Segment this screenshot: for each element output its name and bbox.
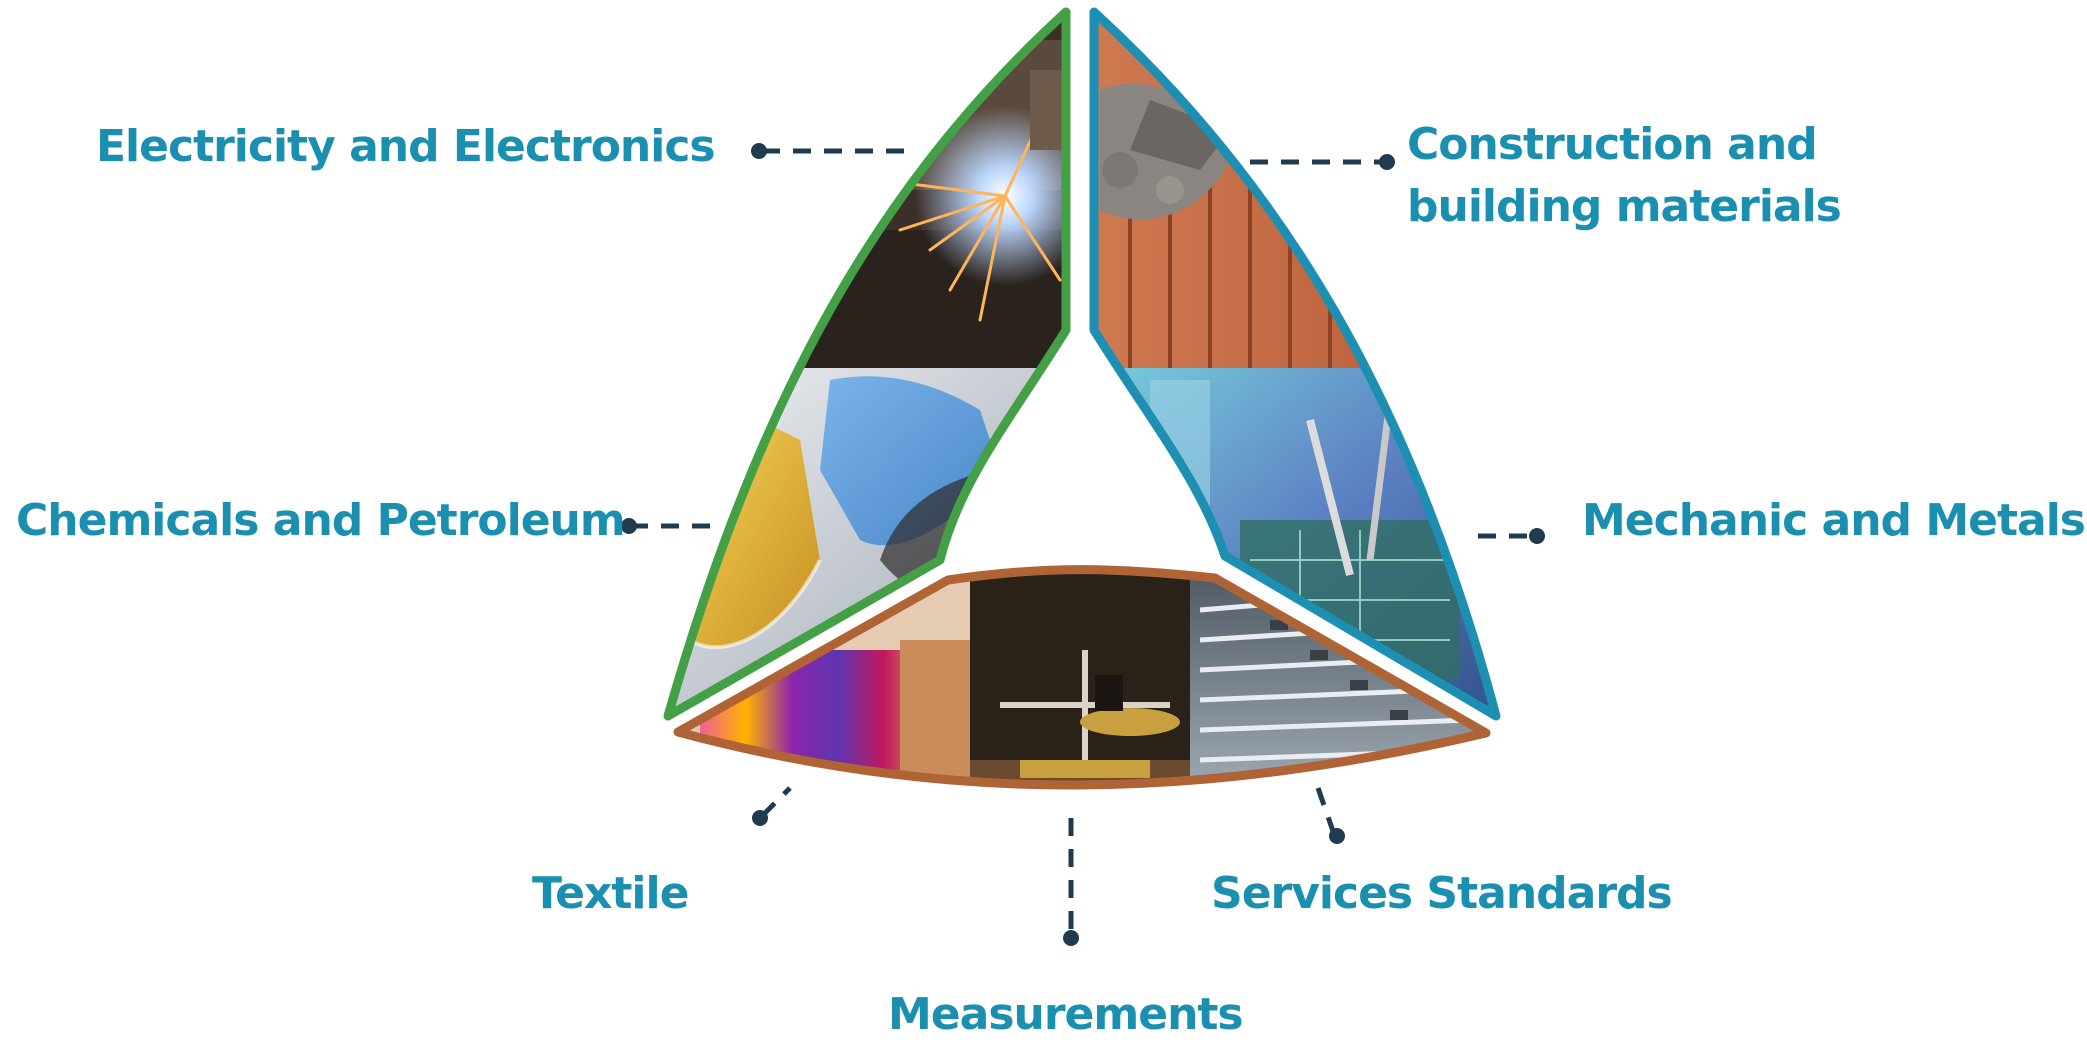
label-textile: Textile	[532, 863, 689, 925]
balance-scale-photo	[970, 569, 1190, 786]
label-mechanic-line1: Mechanic and Metals	[1582, 495, 2086, 546]
brown-segment-border	[673, 565, 1491, 790]
label-construction-line2: building materials	[1407, 181, 1842, 232]
green-segment-border	[663, 7, 1071, 721]
label-electricity-line1: Electricity and Electronics	[96, 121, 716, 172]
connector-dot-construction	[1379, 154, 1395, 170]
label-services-standards: Services Standards	[1211, 863, 1673, 925]
blue-segment-border	[1089, 7, 1501, 721]
label-construction-line1: Construction and	[1407, 119, 1818, 170]
label-construction-and-building-materials: Construction and building materials	[1407, 114, 1842, 238]
label-measurements: Measurements	[888, 984, 1244, 1046]
connector-dot-services	[1329, 828, 1345, 844]
label-mechanic-and-metals: Mechanic and Metals	[1582, 490, 2086, 552]
label-chemicals-line1: Chemicals and Petroleum	[16, 495, 626, 546]
connector-dot-mechanic	[1529, 528, 1545, 544]
welding-sparks-photo	[668, 12, 1066, 368]
label-textile-line1: Textile	[532, 868, 689, 919]
connector-services	[1315, 787, 1337, 835]
connector-dot-textile	[752, 810, 768, 826]
connector-dot-electricity	[751, 143, 767, 159]
label-services-line1: Services Standards	[1211, 868, 1673, 919]
connector-dot-chemicals	[621, 518, 637, 534]
label-chemicals-and-petroleum: Chemicals and Petroleum	[16, 490, 626, 552]
label-measurements-line1: Measurements	[888, 989, 1244, 1040]
connector-dot-measurements	[1063, 930, 1079, 946]
label-electricity-and-electronics: Electricity and Electronics	[96, 116, 716, 178]
connector-textile	[760, 786, 792, 818]
